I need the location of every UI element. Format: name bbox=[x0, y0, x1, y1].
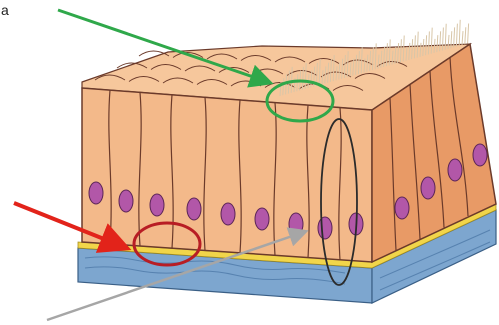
nucleus bbox=[395, 197, 409, 219]
cilium bbox=[465, 27, 466, 44]
nucleus bbox=[150, 194, 164, 216]
cilium bbox=[468, 23, 469, 43]
nucleus bbox=[448, 159, 462, 181]
nucleus bbox=[255, 208, 269, 230]
nucleus bbox=[119, 190, 133, 212]
cilium bbox=[456, 24, 457, 47]
nucleus bbox=[473, 144, 487, 166]
cilium bbox=[462, 31, 463, 45]
nucleus bbox=[318, 217, 332, 239]
nucleus bbox=[89, 182, 103, 204]
nucleus bbox=[187, 198, 201, 220]
nucleus bbox=[421, 177, 435, 199]
nucleus bbox=[289, 213, 303, 235]
nucleus bbox=[221, 203, 235, 225]
cilium bbox=[459, 20, 460, 46]
